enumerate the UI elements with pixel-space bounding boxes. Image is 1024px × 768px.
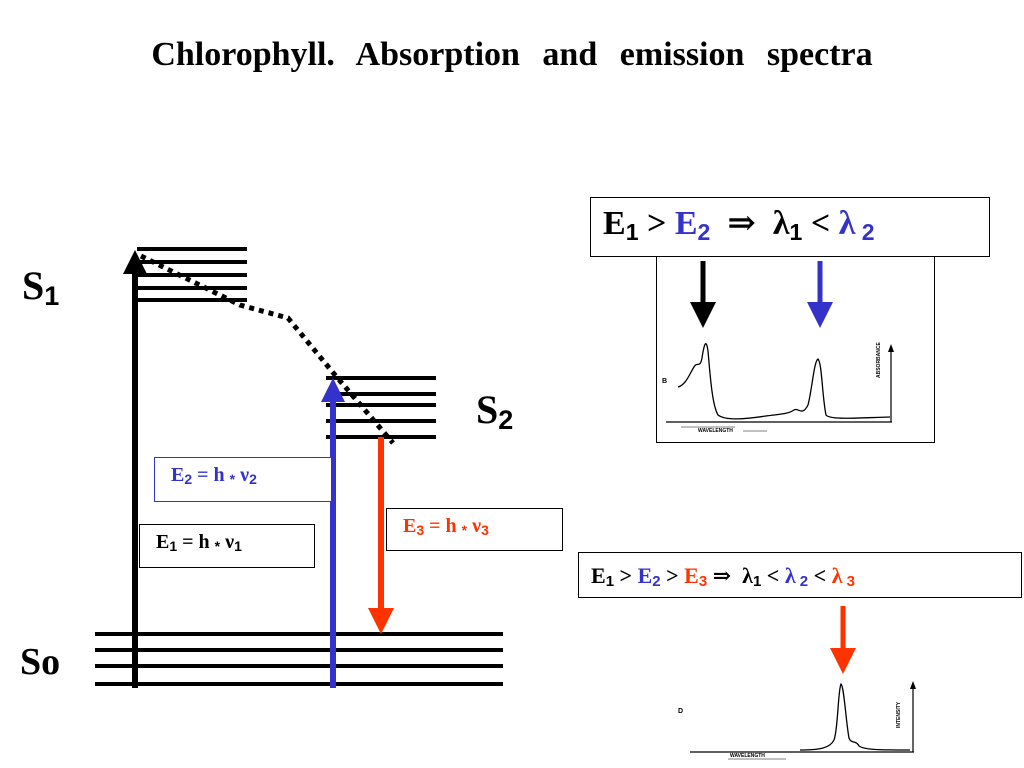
s2-label: S2 bbox=[476, 387, 514, 435]
absorption-y-label: ABSORBANCE bbox=[876, 342, 882, 378]
relaxation-dotted-path bbox=[139, 253, 395, 445]
absorption-blue-arrowhead bbox=[807, 302, 833, 328]
s1-label: S1 bbox=[22, 263, 60, 311]
e3-energy-label: E3 = h * ν3 bbox=[386, 508, 563, 551]
emission-x-label: WAVELENGTH bbox=[730, 753, 765, 759]
page-title: Chlorophyll. Absorption and emission spe… bbox=[151, 36, 873, 73]
e1-arrowhead bbox=[123, 250, 147, 274]
e2-arrowhead bbox=[321, 378, 345, 402]
absorption-curve bbox=[677, 342, 891, 420]
absorption-spectrum bbox=[656, 255, 935, 443]
e3-arrowhead bbox=[368, 608, 394, 634]
emission-formula: E1 > E2 > E3 ⇒ λ1 < λ 2 < λ 3 bbox=[578, 552, 1022, 598]
emission-red-arrowhead bbox=[830, 648, 856, 674]
emission-spectrum bbox=[690, 606, 916, 760]
absorption-letter: B bbox=[662, 378, 668, 385]
s0-levels bbox=[95, 632, 503, 686]
absorption-black-arrowhead bbox=[690, 302, 716, 328]
s0-label: So bbox=[20, 641, 61, 683]
e1-energy-label: E1 = h * ν1 bbox=[139, 524, 315, 568]
absorption-formula: E1 > E2 ⇒ λ1 < λ 2 bbox=[590, 197, 990, 257]
s1-levels bbox=[137, 247, 247, 302]
e2-energy-label: E2 = h * ν2 bbox=[154, 457, 332, 502]
absorption-x-label: WAVELENGTH bbox=[698, 428, 733, 434]
emission-y-label: INTENSITY bbox=[896, 701, 902, 728]
emission-curve bbox=[799, 683, 911, 751]
emission-letter: D bbox=[678, 708, 684, 715]
